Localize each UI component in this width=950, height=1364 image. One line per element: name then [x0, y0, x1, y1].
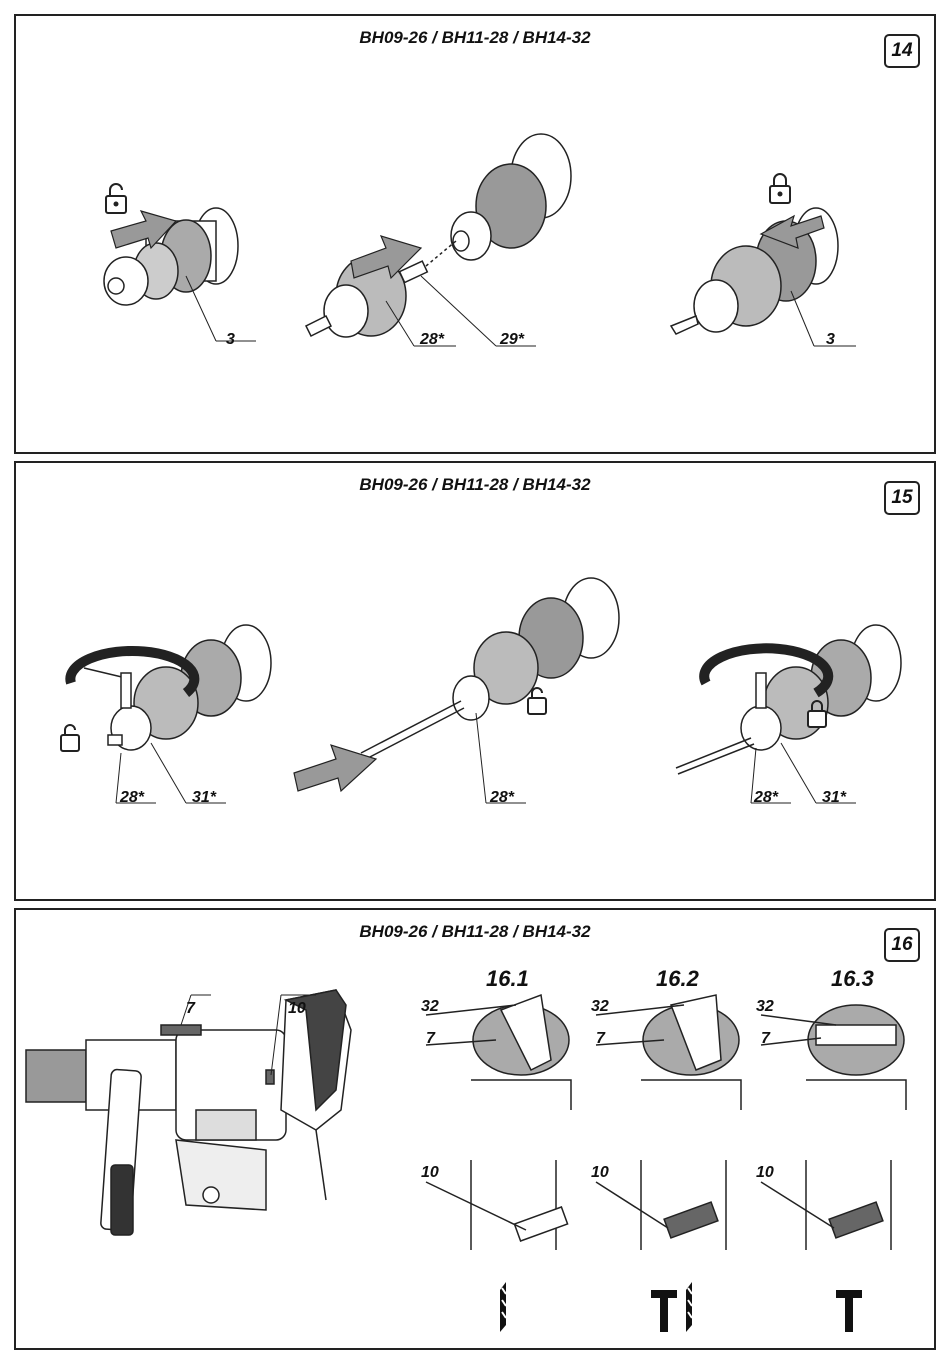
mode-switch-16-1: [426, 995, 571, 1110]
chuck-key-rotate-right: [676, 625, 901, 774]
stop-slider-16-2: [596, 1160, 726, 1250]
callout-label: 31*: [192, 789, 216, 807]
switch-label: 32: [421, 998, 439, 1016]
slider-label: 10: [756, 1164, 774, 1182]
panel-16: BH09-26 / BH11-28 / BH14-32 16: [14, 908, 936, 1350]
switch-label: 7: [426, 1030, 435, 1048]
drill-bit-insert: [361, 578, 619, 759]
switch-label: 7: [596, 1030, 605, 1048]
callout-label: 28*: [120, 789, 144, 807]
callout-label: 28*: [490, 789, 514, 807]
unlock-icon: [106, 184, 126, 213]
panel-15: BH09-26 / BH11-28 / BH14-32 15: [14, 461, 936, 901]
hammer-drill-icon: [651, 1282, 692, 1332]
subfigure-label: 16.1: [486, 966, 529, 992]
stop-slider-16-1: [426, 1160, 568, 1250]
panel-14: BH09-26 / BH11-28 / BH14-32 14: [14, 14, 936, 454]
stop-slider-16-3: [761, 1160, 891, 1250]
callout-label: 10: [288, 1000, 306, 1018]
callout-label: 7: [186, 1000, 195, 1018]
rotary-hammer-body: [26, 990, 351, 1235]
subfigure-label: 16.2: [656, 966, 699, 992]
subfigure-label: 16.3: [831, 966, 874, 992]
slider-label: 10: [591, 1164, 609, 1182]
hammer-icon: [836, 1290, 862, 1332]
key-chuck-adapter: [306, 134, 571, 337]
callout-label: 28*: [754, 789, 778, 807]
chuck-key-rotate-left: [70, 625, 271, 750]
slider-label: 10: [421, 1164, 439, 1182]
callout-label: 29*: [500, 331, 524, 349]
switch-label: 32: [756, 998, 774, 1016]
callout-label: 28*: [420, 331, 444, 349]
callout-label: 31*: [822, 789, 846, 807]
callout-label: 3: [826, 331, 835, 349]
lock-icon: [770, 174, 790, 203]
mode-switch-16-2: [596, 995, 741, 1110]
switch-label: 32: [591, 998, 609, 1016]
panel-16-illustration: [16, 910, 934, 1348]
unlock-icon: [61, 725, 79, 751]
panel-14-illustration: [16, 16, 934, 452]
switch-label: 7: [761, 1030, 770, 1048]
mode-switch-16-3: [761, 1005, 906, 1110]
panel-15-illustration: [16, 463, 934, 899]
callout-label: 3: [226, 331, 235, 349]
drill-icon: [500, 1282, 506, 1332]
